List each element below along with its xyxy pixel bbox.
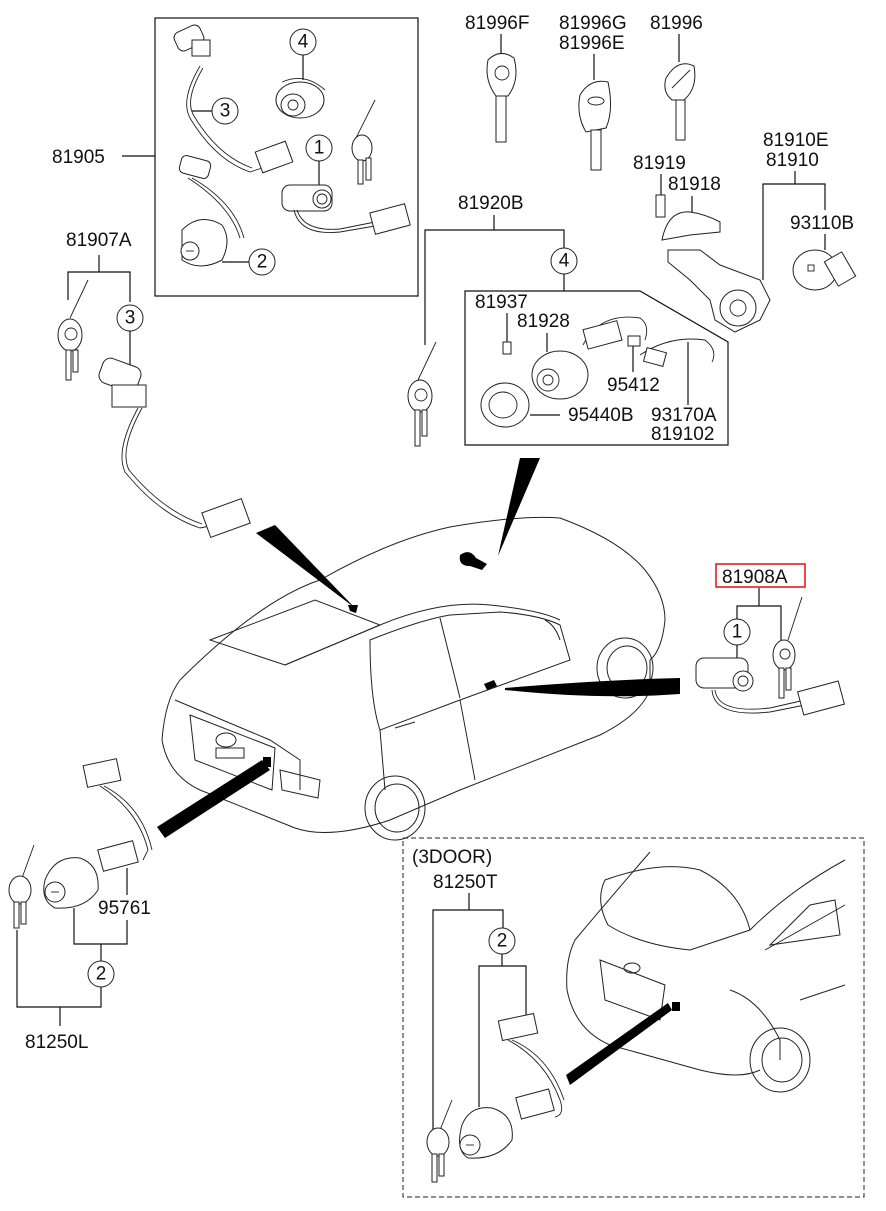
- part-label-81907A[interactable]: 81907A: [66, 230, 132, 251]
- callout-number: 2: [257, 252, 268, 273]
- part-label-81908A[interactable]: 81908A: [722, 567, 788, 588]
- group-keys: 81996F 81996G 81996E 81996: [465, 13, 703, 171]
- ignition-switch-icon: [792, 249, 857, 291]
- trunk-switch-with-cable-icon: [497, 1012, 565, 1120]
- rear-wheel: [364, 775, 426, 841]
- transponder-key-icon: [578, 80, 612, 171]
- part-label-81928[interactable]: 81928: [517, 311, 570, 332]
- highlight-box: [715, 563, 806, 588]
- pointer-wedge: [566, 1003, 672, 1085]
- callout-number: 4: [559, 251, 570, 272]
- trunk-switch-with-cable-icon: [82, 758, 153, 872]
- rear-wheel: [749, 1027, 811, 1093]
- key-pair-icon: [351, 99, 376, 185]
- bolt-icon: [655, 194, 666, 218]
- door-handle-marker-icon: [484, 680, 497, 690]
- part-label-81918[interactable]: 81918: [668, 174, 721, 195]
- trunk-lock-cylinder-icon: [178, 155, 245, 267]
- callout-number: 4: [298, 32, 309, 53]
- ignition-cylinder-icon: [531, 350, 589, 400]
- door-lock-cylinder-icon: [275, 77, 326, 119]
- lock-ring-icon: [480, 382, 530, 428]
- door-lock-assembly-icon: [281, 184, 411, 235]
- group-steering-lock: 81919 81918 81910E 81910 93110B: [633, 130, 857, 333]
- rear-window: [600, 866, 751, 951]
- group-3door: (3DOOR) 81250T 2: [402, 837, 865, 1198]
- callout-number: 1: [732, 622, 743, 643]
- part-label-81910E[interactable]: 81910E: [763, 130, 829, 151]
- group-81250L: 95761 2 81250L: [8, 758, 153, 1053]
- part-label-93110B[interactable]: 93110B: [790, 213, 854, 234]
- group-81907A: 81907A 3: [57, 230, 251, 539]
- remote-key-icon: [57, 279, 89, 381]
- pointer-wedge: [498, 458, 540, 556]
- part-label-81250T[interactable]: 81250T: [433, 872, 498, 893]
- group-81905: 81905 4 3 1: [52, 17, 419, 297]
- key-blank-icon: [486, 53, 517, 143]
- part-label-95761[interactable]: 95761: [98, 898, 151, 919]
- trunk-lock-marker-icon: [263, 757, 271, 767]
- callout-number: 3: [220, 101, 231, 122]
- trunk-lid: [189, 714, 276, 791]
- trunk-lock-marker-icon: [672, 1002, 680, 1011]
- key-blank-icon: [664, 63, 696, 141]
- callout-number: 1: [314, 138, 325, 159]
- key-ring-icon: [426, 1099, 453, 1183]
- emblem-icon: [623, 962, 641, 974]
- side-windows: [369, 611, 571, 731]
- part-label-81996G[interactable]: 81996G: [559, 13, 627, 34]
- key-illumination-bracket-icon: [582, 316, 648, 350]
- part-label-81996[interactable]: 81996: [650, 13, 703, 34]
- key-ring-icon: [8, 844, 35, 929]
- part-label-81919[interactable]: 81919: [633, 153, 686, 174]
- pointer-wedge: [256, 525, 355, 608]
- license-plate: [599, 959, 666, 1021]
- ignition-lock-frame: [464, 290, 729, 446]
- steering-lock-housing-icon: [667, 249, 771, 333]
- emblem-icon: [215, 732, 237, 748]
- trunk-lock-cylinder-icon: [459, 1107, 513, 1159]
- part-label-95440B[interactable]: 95440B: [568, 405, 634, 426]
- part-label-819102[interactable]: 819102: [651, 424, 714, 445]
- part-label-81996E[interactable]: 81996E: [559, 33, 625, 54]
- group-81908A: 81908A 1: [695, 563, 846, 716]
- 3door-frame: [402, 837, 865, 1198]
- part-label-95412[interactable]: 95412: [607, 375, 660, 396]
- ignition-marker-icon: [459, 552, 487, 570]
- remote-key-icon: [407, 341, 437, 447]
- part-label-81937[interactable]: 81937: [475, 292, 528, 313]
- part-label-81910[interactable]: 81910: [766, 150, 819, 171]
- callout-number: 3: [125, 308, 136, 329]
- remote-key-icon: [772, 596, 803, 699]
- part-label-81250L[interactable]: 81250L: [25, 1032, 88, 1053]
- group-81905-frame: [154, 17, 419, 297]
- 3door-title: (3DOOR): [412, 847, 492, 868]
- part-label-81996F[interactable]: 81996F: [465, 13, 529, 34]
- tail-light: [279, 769, 321, 799]
- callout-number: 2: [96, 964, 107, 985]
- callout-number: 2: [497, 931, 508, 952]
- clamp-bracket-icon: [661, 211, 721, 241]
- wiring-harness-icon: [639, 338, 715, 367]
- hatchback-car-illustration: [566, 851, 846, 1093]
- part-label-93170A[interactable]: 93170A: [651, 405, 717, 426]
- door-lock-assembly-icon: [695, 657, 846, 716]
- part-label-81920B[interactable]: 81920B: [458, 193, 524, 214]
- pointer-wedge: [505, 678, 680, 697]
- group-81920B: 81920B 4 81937 81928 95440B: [407, 193, 729, 447]
- side-window: [768, 899, 841, 946]
- pointer-wedge: [157, 760, 270, 838]
- lock-cylinder-with-cable-icon: [173, 24, 294, 174]
- part-label-81905[interactable]: 81905: [52, 147, 105, 168]
- front-wheel: [596, 637, 654, 699]
- bulb-icon: [627, 335, 641, 347]
- lock-cylinder-with-cable-icon: [98, 357, 251, 539]
- screw-icon: [502, 341, 512, 355]
- lock-marker-icon: [348, 605, 358, 613]
- sedan-car-illustration: [157, 458, 680, 841]
- trunk-lock-cylinder-icon: [43, 857, 99, 909]
